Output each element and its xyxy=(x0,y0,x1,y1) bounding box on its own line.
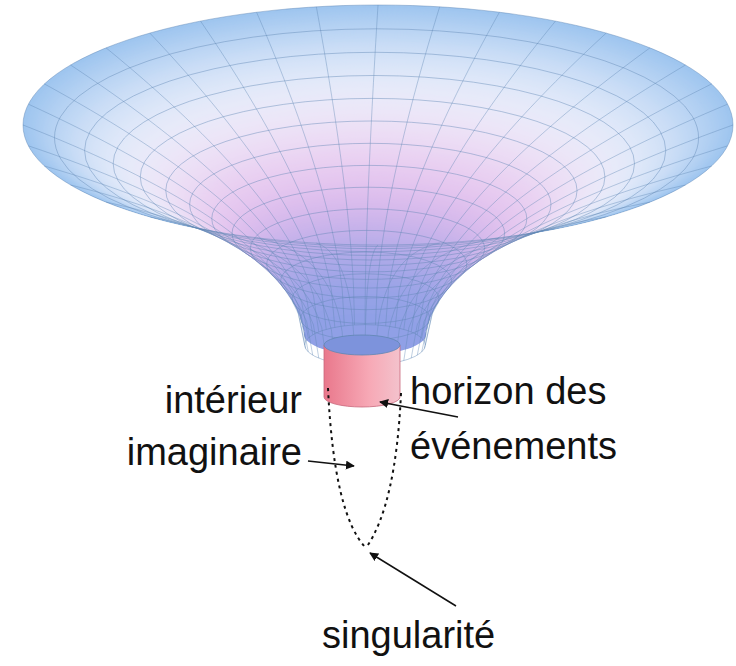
grid-meridian xyxy=(417,65,685,335)
grid-meridian xyxy=(201,21,335,327)
leader-arrow xyxy=(370,553,456,606)
grid-meridian xyxy=(71,65,313,335)
grid-meridian xyxy=(422,84,712,338)
grid-meridian xyxy=(106,202,319,358)
grid-meridian xyxy=(404,33,606,329)
grid-meridian xyxy=(23,125,305,345)
grid-meridian xyxy=(424,104,727,341)
grid-ring xyxy=(54,29,698,247)
grid-meridian xyxy=(395,21,555,327)
grid-meridian xyxy=(28,146,305,349)
grid-meridian xyxy=(316,7,354,325)
grid-meridian xyxy=(106,48,319,332)
grid-meridian xyxy=(404,217,606,361)
funnel-surface xyxy=(23,5,733,365)
singularity-label: singularité xyxy=(322,609,622,661)
grid-meridian xyxy=(257,12,345,326)
tube-mouth xyxy=(324,335,400,355)
horizon-label: horizon des événements xyxy=(410,364,710,474)
dotted-curve xyxy=(328,388,366,548)
grid-meridian xyxy=(417,185,685,355)
grid-meridian xyxy=(375,7,439,325)
imaginary-interior xyxy=(328,388,401,548)
grid-meridian xyxy=(44,84,308,338)
grid-meridian xyxy=(365,5,378,325)
region-label: intérieur imaginaire xyxy=(102,374,302,478)
grid-meridian xyxy=(411,48,650,332)
grid-ring xyxy=(190,143,551,265)
grid-meridian xyxy=(28,104,305,341)
grid-meridian xyxy=(424,146,727,349)
leader-arrow xyxy=(308,461,354,466)
grid-meridian xyxy=(71,185,313,355)
dotted-curve xyxy=(366,393,401,548)
grid-meridian xyxy=(386,238,500,364)
grid-ring xyxy=(212,165,527,272)
grid-ring xyxy=(23,5,733,245)
grid-meridian xyxy=(201,229,335,363)
grid-meridian xyxy=(386,12,500,326)
horizon-tube xyxy=(324,335,400,407)
grid-meridian xyxy=(150,33,326,329)
grid-meridian xyxy=(425,125,733,345)
